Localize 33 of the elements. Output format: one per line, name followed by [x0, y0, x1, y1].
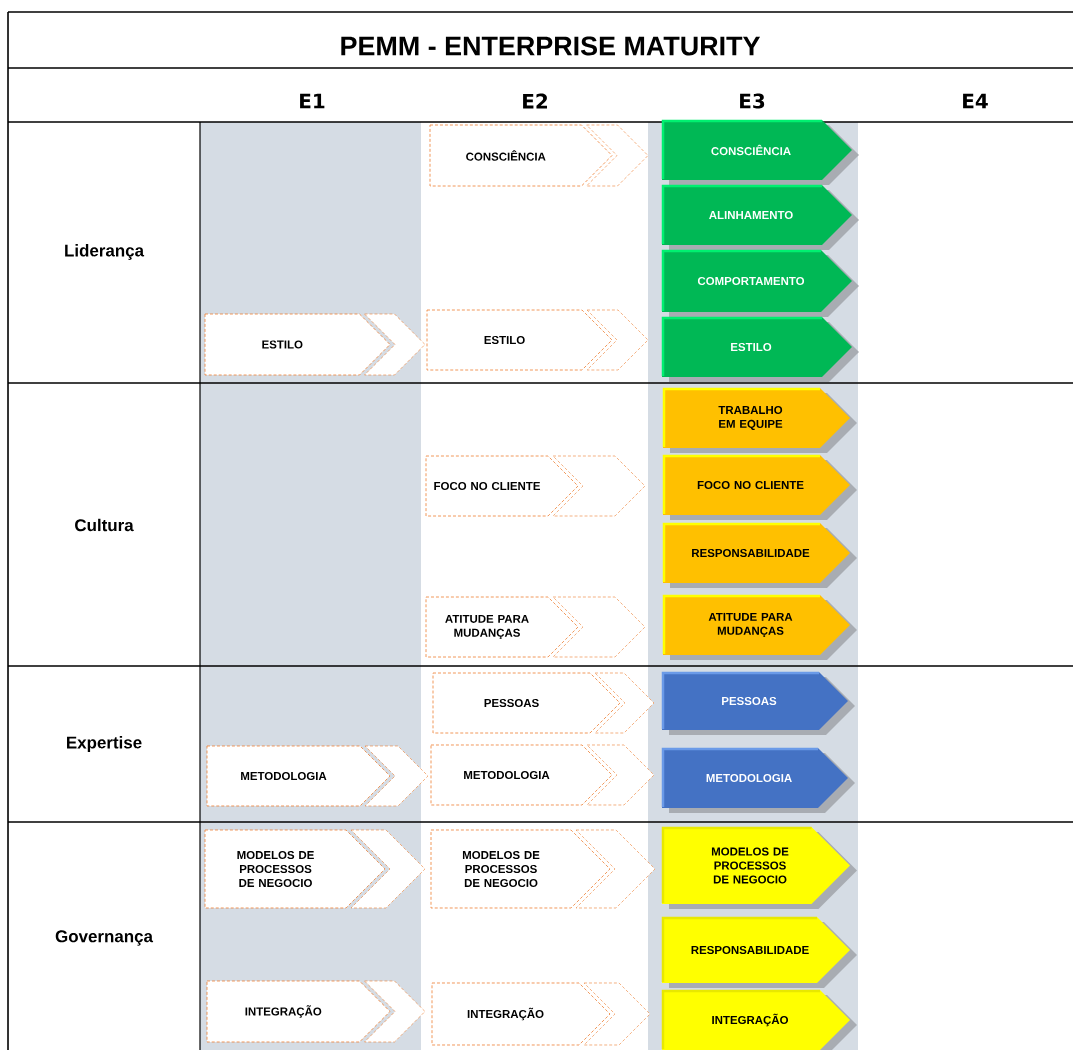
arrow-box: INTEGRAÇÃO: [661, 989, 857, 1050]
col-heading: E1: [300, 93, 325, 109]
title: PEMM - ENTERPRISE MATURITY: [341, 36, 761, 56]
chevron-box: METODOLOGIA: [206, 745, 429, 807]
chevron-box: METODOLOGIA: [430, 744, 655, 806]
arrow-box: ATITUDE PARA MUDANÇAS: [662, 594, 857, 660]
col-heading: E4: [963, 93, 988, 109]
node-label: INTEGRAÇÃO: [245, 1005, 322, 1018]
chevron-box: ESTILO: [426, 309, 649, 371]
chevron-box: CONSCIÊNCIA: [429, 124, 649, 187]
chevron-box: ATITUDE PARA MUDANÇAS: [425, 596, 646, 658]
chevron-box: MODELOS DE PROCESSOS DE NEGOCIO: [430, 829, 656, 909]
arrow-box: PESSOAS: [661, 671, 855, 735]
arrow-box: ESTILO: [661, 316, 859, 382]
chevron-box: INTEGRAÇÃO: [431, 982, 651, 1046]
arrow-box: METODOLOGIA: [661, 747, 855, 813]
arrow-box: FOCO NO CLIENTE: [662, 454, 857, 520]
row-heading: Cultura: [75, 518, 134, 532]
row-heading: Liderança: [65, 244, 145, 260]
arrow-box: CONSCIÊNCIA: [661, 119, 859, 185]
arrow-box: RESPONSABILIDADE: [661, 916, 857, 988]
row-heading: Governança: [55, 930, 154, 946]
row-heading: Expertise: [67, 736, 142, 752]
chevron-box: FOCO NO CLIENTE: [425, 455, 646, 517]
chevron-box: PESSOAS: [432, 672, 655, 734]
arrow-box: ALINHAMENTO: [661, 184, 859, 250]
chevron-box: MODELOS DE PROCESSOS DE NEGOCIO: [204, 829, 426, 909]
arrow-box: COMPORTAMENTO: [661, 249, 859, 317]
arrow-box: RESPONSABILIDADE: [662, 522, 857, 588]
arrow-box: MODELOS DE PROCESSOS DE NEGOCIO: [661, 826, 857, 909]
arrow-box: TRABALHO EM EQUIPE: [662, 387, 857, 453]
chevron-box: INTEGRAÇÃO: [206, 980, 426, 1043]
chevron-box: ESTILO: [204, 313, 426, 376]
